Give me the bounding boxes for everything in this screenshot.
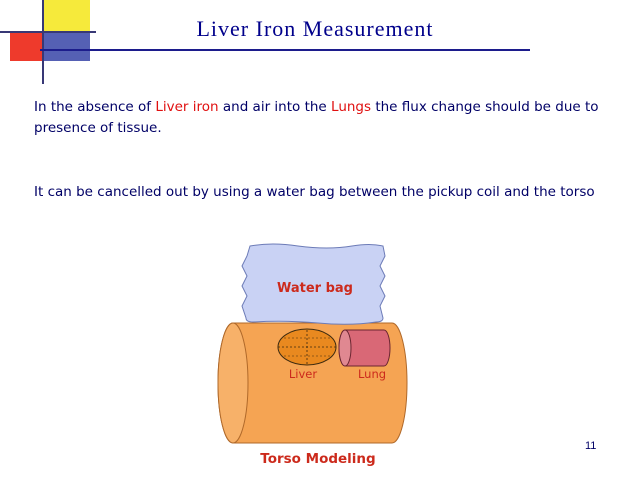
- decor-blue-square: [44, 33, 90, 61]
- paragraph-flux-change: In the absence of Liver iron and air int…: [34, 97, 624, 139]
- decor-horizontal-line: [0, 31, 96, 33]
- slide-title: Liver Iron Measurement: [196, 16, 434, 41]
- water-bag: [241, 243, 386, 325]
- liver-label: Liver: [289, 367, 317, 381]
- lung-shape: [338, 329, 391, 367]
- lung-label: Lung: [358, 367, 386, 381]
- paragraph1-text-b: and air into the: [218, 99, 332, 115]
- decor-vertical-line: [42, 0, 44, 84]
- title-underline: [40, 49, 530, 51]
- decor-red-square: [10, 33, 42, 61]
- paragraph1-text-a: In the absence of: [34, 99, 156, 115]
- water-bag-label: Water bag: [277, 281, 353, 296]
- paragraph-water-bag: It can be cancelled out by using a water…: [34, 184, 595, 200]
- liver-shape: [277, 328, 337, 366]
- decor-yellow-square: [44, 0, 90, 32]
- lungs-highlight: Lungs: [331, 99, 372, 115]
- slide-number: 11: [585, 440, 597, 452]
- paragraph1-text-c: the flux change should be due to presenc…: [34, 99, 599, 136]
- torso-modeling-caption: Torso Modeling: [260, 451, 375, 467]
- liver-iron-highlight: Liver iron: [155, 99, 219, 115]
